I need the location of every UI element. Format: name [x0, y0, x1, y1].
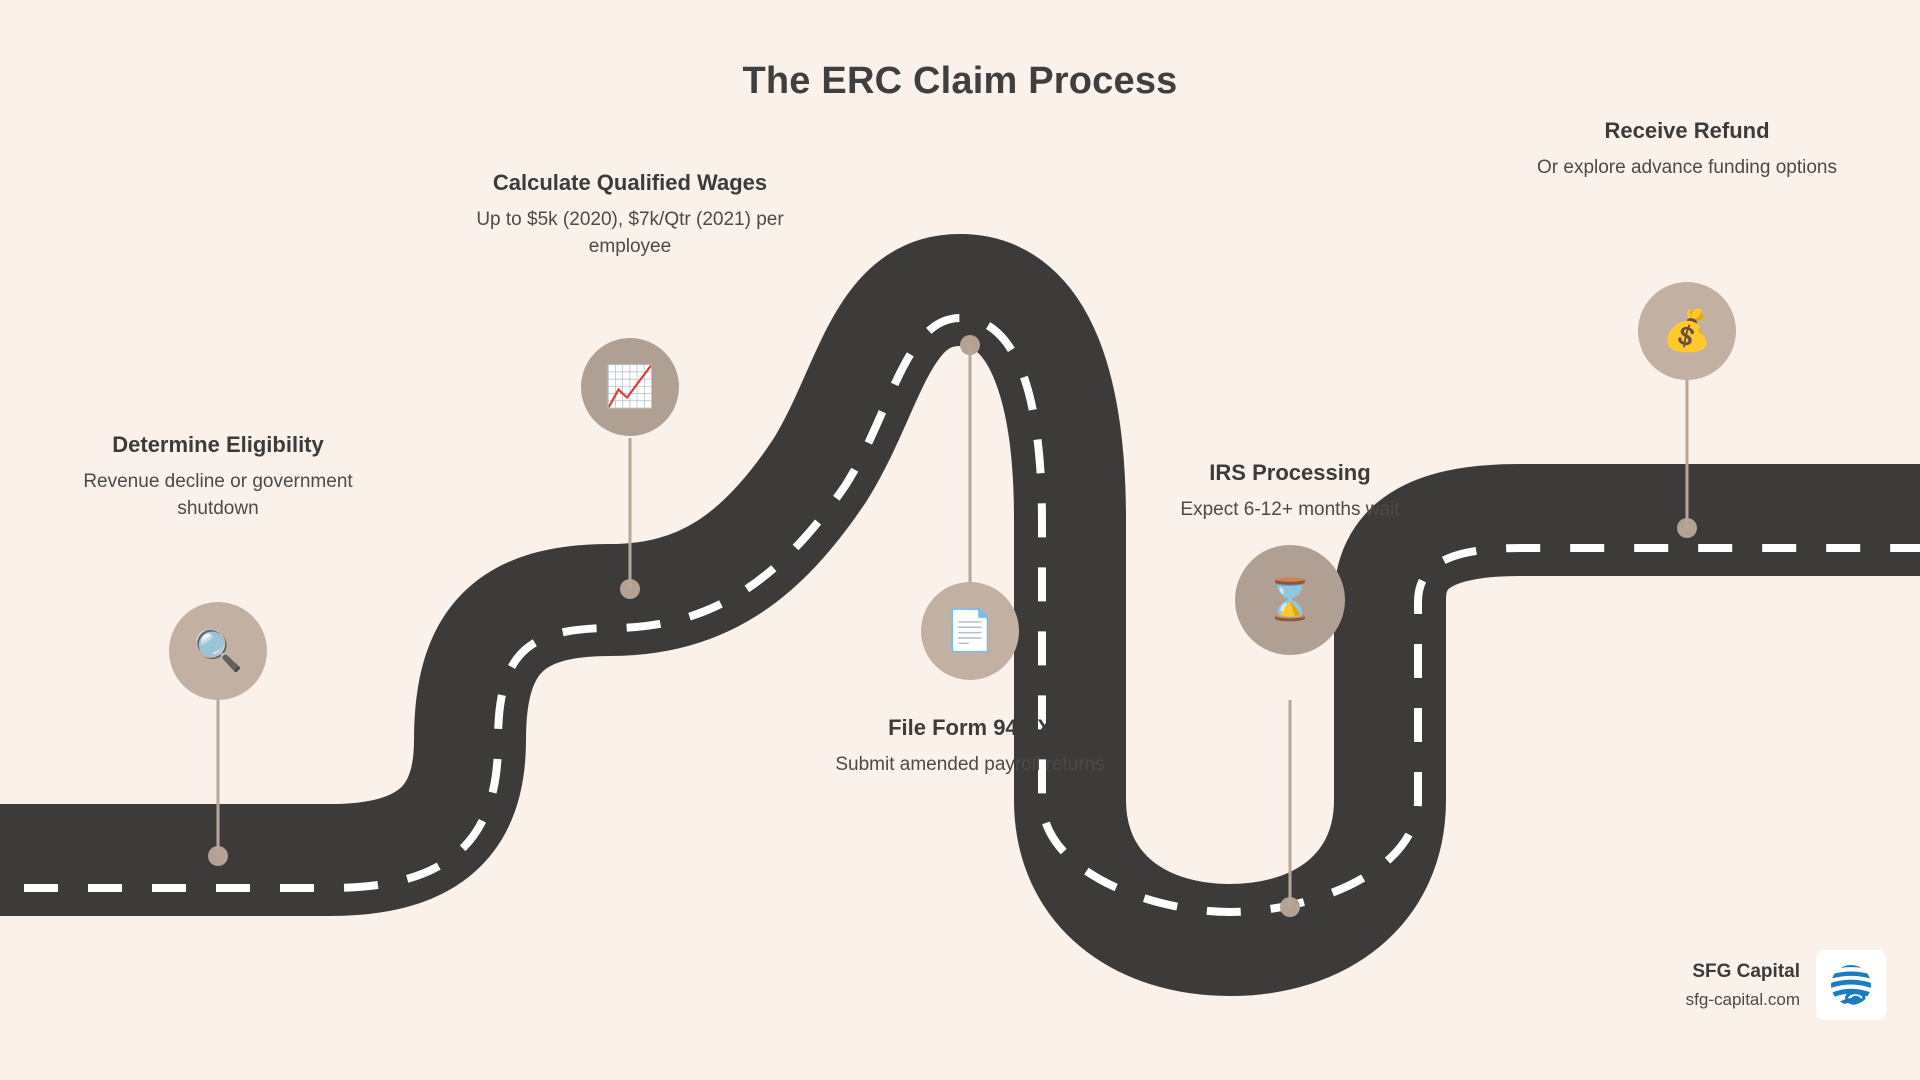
milestone-description: Expect 6-12+ months wait: [1180, 499, 1400, 520]
milestone-description: Or explore advance funding options: [1537, 157, 1837, 178]
globe-sphere-icon: [1831, 965, 1871, 1005]
milestone-description: Revenue decline or government shutdown: [83, 471, 353, 519]
document-page-glyph: 📄: [945, 609, 995, 653]
globe-sphere-logo: [1816, 950, 1886, 1020]
pin-stem: [1685, 378, 1689, 528]
hourglass-glyph: ⌛: [1265, 578, 1315, 622]
milestone-text: Determine Eligibility Revenue decline or…: [68, 432, 368, 523]
money-bag-glyph: 💰: [1662, 309, 1712, 353]
brand-text: SFG Capital sfg-capital.com: [1686, 961, 1800, 1010]
hourglass-icon: ⌛: [1235, 545, 1345, 655]
magnifying-glass-glyph: 🔍: [193, 629, 243, 673]
milestone-title: Receive Refund: [1604, 118, 1770, 143]
milestone-description: Submit amended payroll returns: [835, 754, 1105, 775]
chart-increasing-glyph: 📈: [605, 365, 655, 409]
document-page-icon: 📄: [921, 582, 1019, 680]
road-asphalt: [0, 233, 1920, 997]
magnifying-glass-icon: 🔍: [169, 602, 267, 700]
milestone-text: File Form 941-X Submit amended payroll r…: [820, 715, 1120, 779]
chart-increasing-icon: 📈: [581, 338, 679, 436]
brand-url[interactable]: sfg-capital.com: [1685, 989, 1800, 1009]
page-title: The ERC Claim Process: [742, 60, 1178, 102]
brand-name: SFG Capital: [1692, 960, 1800, 982]
pin-dot: [1280, 897, 1300, 917]
milestone-description: Up to $5k (2020), $7k/Qtr (2021) per emp…: [476, 209, 784, 257]
brand-footer[interactable]: SFG Capital sfg-capital.com: [1686, 950, 1886, 1020]
pin-stem: [216, 700, 220, 856]
milestone-title: Determine Eligibility: [112, 432, 324, 457]
pin-dot: [208, 846, 228, 866]
pin-dot: [620, 579, 640, 599]
pin-stem: [1288, 700, 1292, 907]
pin-stem: [968, 345, 972, 595]
money-bag-icon: 💰: [1638, 282, 1736, 380]
milestone-title: Calculate Qualified Wages: [492, 170, 768, 195]
milestone-title: File Form 941-X: [888, 715, 1052, 740]
pin-dot: [1677, 518, 1697, 538]
milestone-text: Receive Refund Or explore advance fundin…: [1537, 118, 1837, 182]
milestone-text: IRS Processing Expect 6-12+ months wait: [1160, 460, 1420, 524]
milestone-title: IRS Processing: [1209, 460, 1371, 485]
pin-stem: [628, 438, 632, 589]
milestone-text: Calculate Qualified Wages Up to $5k (202…: [470, 170, 790, 261]
